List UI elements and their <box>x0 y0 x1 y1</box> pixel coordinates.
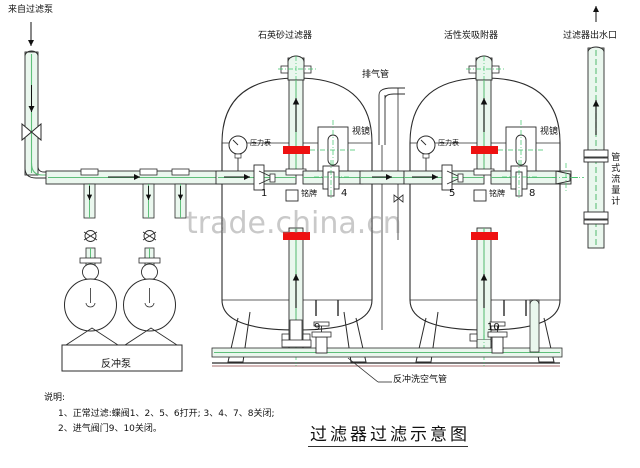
label-sight-glass-1: 视镜 <box>352 127 371 137</box>
page-title: 过滤器过滤示意图 <box>310 425 470 445</box>
backwash-pump-assembly <box>61 230 183 372</box>
sight-glass-1 <box>310 120 356 180</box>
butterfly-valve-8 <box>502 160 538 200</box>
pressure-gauge-2 <box>416 135 436 171</box>
sight-glass-2 <box>498 120 544 180</box>
label-carbon-adsorber: 活性炭吸附器 <box>444 31 499 41</box>
ground-line <box>212 362 560 367</box>
watermark: trade.china.cn <box>186 206 402 241</box>
process-line <box>215 160 584 200</box>
tank-carbon-adsorber <box>409 55 561 366</box>
notes-line-1: 1、正常过滤:蝶阀1、2、5、6打开; 3、4、7、8关闭; <box>58 409 275 419</box>
label-nameplate-2: 铭牌 <box>489 189 505 198</box>
inlet-pipe <box>21 22 50 179</box>
label-vent-pipe: 排气管 <box>362 70 390 80</box>
tank-sand-filter <box>221 55 373 366</box>
backwash-air-header <box>211 299 563 383</box>
label-sight-glass-2: 视镜 <box>540 127 559 137</box>
label-pressure-gauge-2: 压力表 <box>438 139 459 147</box>
nameplate-box-1 <box>285 189 299 202</box>
label-flow-meter: 管式流量计 <box>609 152 620 207</box>
pressure-gauge-1 <box>228 135 248 171</box>
butterfly-valve-4 <box>314 160 350 200</box>
outlet-riser <box>583 6 609 249</box>
nameplate-box-2 <box>473 189 487 202</box>
air-valve-9 <box>311 321 332 354</box>
valve-number-9: 9 <box>314 322 321 333</box>
pump-2 <box>123 230 176 332</box>
notes-line-2: 2、进气阀门9、10关闭。 <box>58 424 162 434</box>
label-backwash-pump: 反冲泵 <box>101 359 131 370</box>
pump-1 <box>64 230 117 332</box>
gate-valve-inlet <box>21 122 42 142</box>
label-outlet: 过滤器出水口 <box>563 31 618 41</box>
valve-number-10: 10 <box>487 322 500 333</box>
valve-number-5: 5 <box>449 188 456 199</box>
valve-number-1: 1 <box>261 188 268 199</box>
valve-number-8: 8 <box>529 188 536 199</box>
butterfly-valve-marker <box>283 146 310 154</box>
label-pressure-gauge-1: 压力表 <box>250 139 271 147</box>
label-inlet-from-pump: 来自过滤泵 <box>8 5 54 15</box>
notes-heading: 说明: <box>44 393 66 403</box>
label-backwash-air-pipe: 反冲洗空气管 <box>393 375 448 385</box>
main-header-pipe <box>45 168 222 219</box>
butterfly-valve-5 <box>441 164 464 191</box>
header-tee-branches <box>83 183 187 219</box>
label-nameplate-1: 铭牌 <box>301 189 317 198</box>
title-underline <box>308 446 468 447</box>
air-valve-10 <box>487 321 508 354</box>
valve-number-4: 4 <box>341 188 348 199</box>
label-sand-filter: 石英砂过滤器 <box>258 31 313 41</box>
butterfly-valve-1 <box>253 164 276 191</box>
